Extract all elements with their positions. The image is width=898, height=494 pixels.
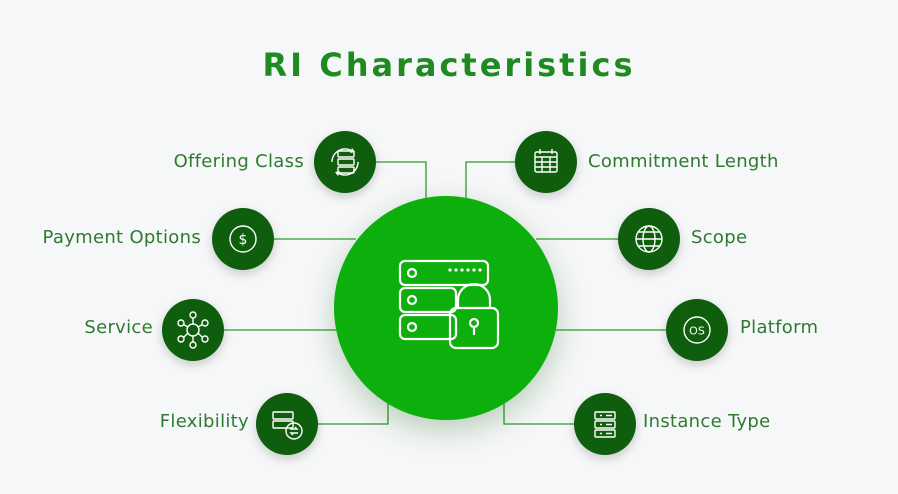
- node-commitment-length[interactable]: [515, 131, 577, 193]
- svg-text:$: $: [239, 232, 248, 248]
- node-payment-options[interactable]: $: [212, 208, 274, 270]
- node-service[interactable]: [162, 299, 224, 361]
- label-service: Service: [84, 317, 153, 338]
- os-icon: OS: [683, 316, 711, 344]
- server-lock-icon: [398, 259, 500, 350]
- server-refresh-icon: [331, 148, 359, 176]
- node-scope[interactable]: [618, 208, 680, 270]
- connector-flexibility: [316, 398, 389, 425]
- network-hub-icon: [177, 311, 209, 349]
- label-flexibility: Flexibility: [159, 411, 249, 432]
- center-hub: [334, 196, 558, 420]
- label-offering-class: Offering Class: [173, 151, 304, 172]
- label-commitment-length: Commitment Length: [588, 151, 779, 172]
- label-instance-type: Instance Type: [643, 411, 771, 432]
- calendar-icon: [534, 149, 558, 173]
- label-scope: Scope: [691, 227, 748, 248]
- node-flexibility[interactable]: [256, 393, 318, 455]
- connector-offering-class: [376, 161, 427, 200]
- dollar-icon: $: [229, 225, 257, 253]
- label-payment-options: Payment Options: [42, 227, 201, 248]
- node-instance-type[interactable]: [574, 393, 636, 455]
- server-rack-icon: [594, 411, 616, 438]
- diagram-title: RI Characteristics: [262, 46, 636, 84]
- server-swap-icon: [272, 411, 303, 440]
- svg-text:OS: OS: [689, 325, 705, 338]
- node-offering-class[interactable]: [314, 131, 376, 193]
- connector-instance-type: [503, 398, 576, 425]
- globe-icon: [635, 225, 663, 253]
- connector-commitment-length: [465, 161, 516, 200]
- node-platform[interactable]: OS: [666, 299, 728, 361]
- label-platform: Platform: [740, 317, 819, 338]
